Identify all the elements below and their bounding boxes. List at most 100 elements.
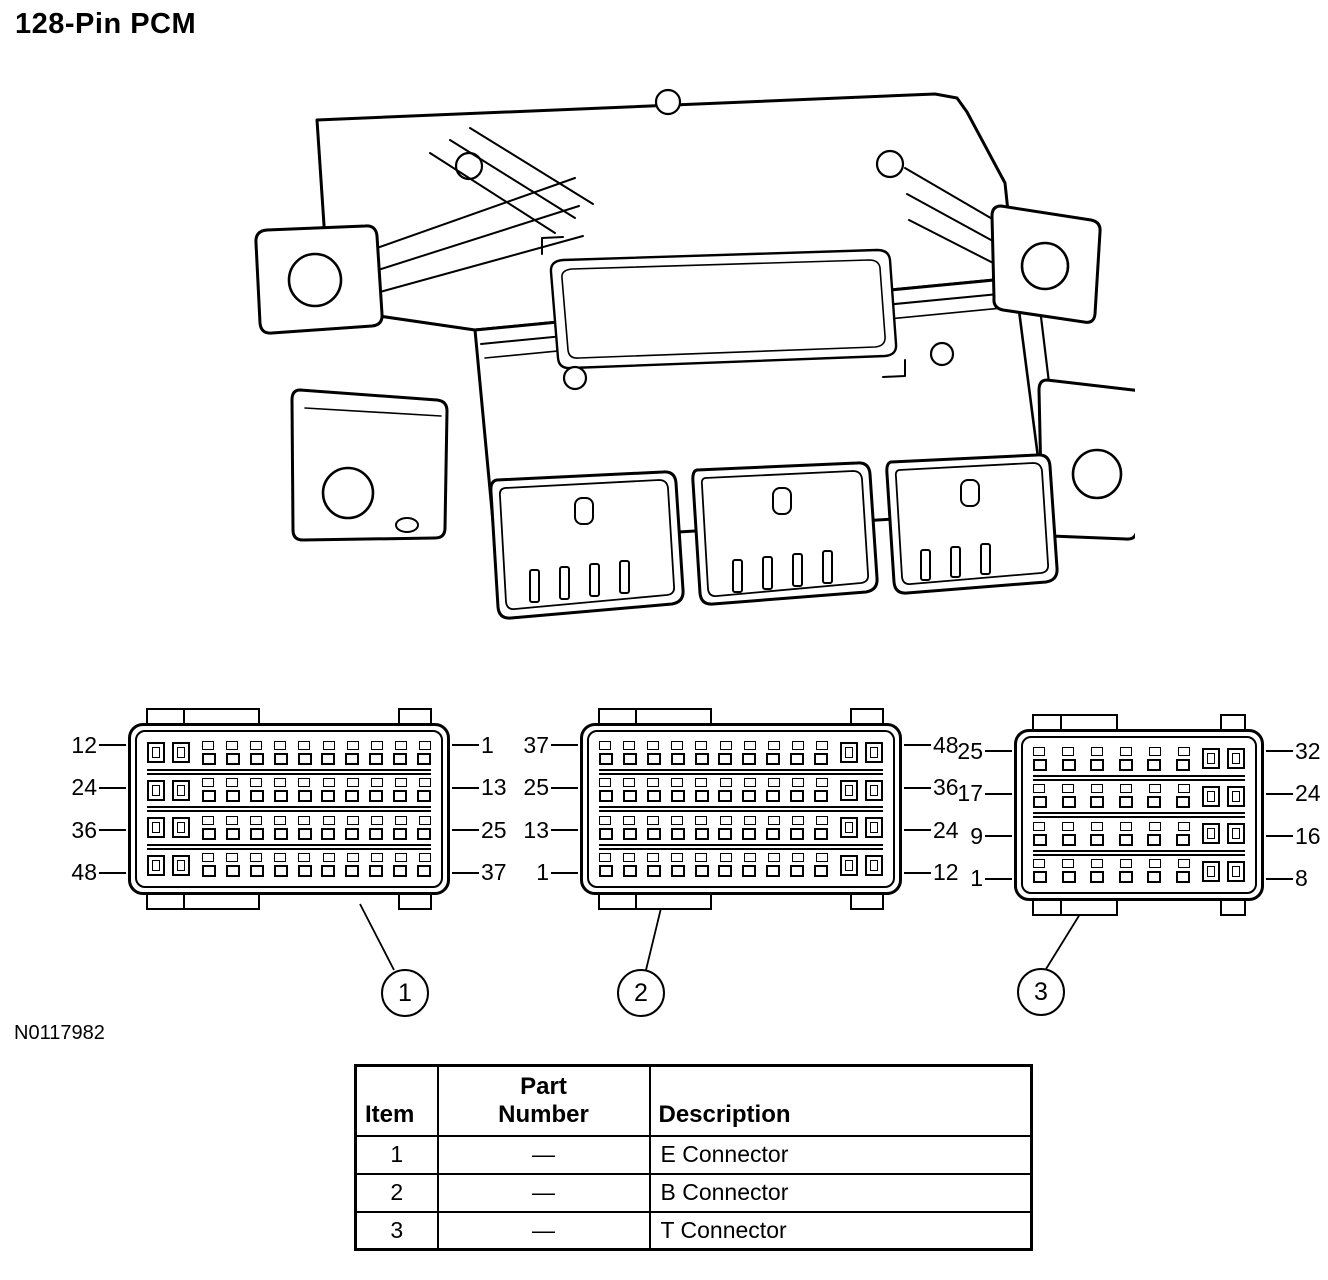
pin-cell-small: [297, 827, 312, 840]
small-pin-subrow: [202, 865, 431, 878]
pin-number: 13: [523, 816, 549, 843]
pin-cell-small: [623, 815, 636, 825]
small-pin-subrow: [1033, 746, 1190, 756]
pin-cell-small: [1033, 821, 1045, 831]
pin-number: 37: [523, 731, 549, 758]
pin-cell-small: [790, 790, 804, 803]
callout-leader-line: [645, 903, 663, 971]
pin-cell-small: [393, 752, 407, 765]
pin-cell-small: [1149, 859, 1161, 869]
pin-row: [1033, 821, 1245, 846]
small-pin-grid: [1033, 784, 1190, 809]
pin-cell-small: [1033, 796, 1047, 809]
pin-cell-small: [370, 740, 383, 750]
pin-number: 25: [523, 774, 549, 801]
mount-tabs-top: [580, 708, 902, 723]
pin-leader-line: [904, 871, 931, 874]
pin-cell-small: [250, 778, 263, 788]
pin-cell-small: [1149, 784, 1161, 794]
pin-number: 9: [970, 822, 983, 849]
pin-number: 37: [481, 859, 507, 886]
small-pin-subrow: [202, 827, 431, 840]
separator-rail: [1033, 849, 1245, 856]
part-number-cell: —: [436, 1172, 651, 1213]
figure-reference-number: N0117982: [14, 1022, 105, 1044]
pin-cell-small: [226, 740, 239, 750]
large-pins: [840, 779, 883, 801]
pin-cell-small: [345, 865, 360, 878]
pin-cell-small: [298, 815, 311, 825]
pin-cell-small: [647, 815, 660, 825]
small-pin-grid: [202, 853, 431, 878]
connector-assembly: [1014, 714, 1264, 916]
pin-cell-small: [345, 827, 360, 840]
description-cell: B Connector: [648, 1172, 1033, 1213]
pin-cell-small: [225, 827, 240, 840]
pin-leader-line: [551, 744, 578, 747]
pcm-rivets: [454, 149, 955, 391]
pin-cell-small: [298, 853, 311, 863]
pin-cell-small: [202, 778, 214, 788]
pin-leader-line: [452, 786, 479, 789]
pin-leader-line: [904, 786, 931, 789]
small-pin-subrow: [599, 790, 828, 803]
pin-cell-small: [694, 752, 709, 765]
small-pin-subrow: [202, 815, 431, 825]
pin-leader-line: [1266, 792, 1293, 795]
pin-cell-small: [202, 740, 214, 750]
pin-label-row: 8: [1264, 867, 1328, 890]
pin-label-row: 32: [1264, 739, 1328, 763]
pin-row: [1033, 746, 1245, 771]
pin-cell-small: [670, 827, 685, 840]
pin-cell-small: [1147, 833, 1162, 846]
pin-cell-small: [1118, 871, 1133, 884]
small-pin-grid: [1033, 821, 1190, 846]
pin-cell-small: [766, 752, 781, 765]
pin-cell-small: [1178, 784, 1190, 794]
pin-cell-small: [766, 790, 781, 803]
pin-cell-small: [743, 815, 756, 825]
pin-cell-small: [1149, 746, 1161, 756]
pin-cell-small: [742, 827, 757, 840]
pin-number: 16: [1295, 822, 1321, 849]
pin-number: 48: [71, 859, 97, 886]
pin-leader-line: [985, 835, 1012, 838]
mount-tab: [598, 708, 713, 723]
table-row: 1—E Connector: [354, 1134, 1033, 1175]
pin-cell-large: [172, 742, 190, 764]
pin-cell-small: [1061, 871, 1076, 884]
pin-cell-small: [274, 815, 287, 825]
pin-cell-small: [767, 815, 780, 825]
pin-cell-small: [1090, 833, 1105, 846]
large-pins: [1202, 748, 1245, 770]
pin-cell-small: [273, 865, 288, 878]
large-pins: [147, 779, 190, 801]
pin-row: [147, 815, 431, 840]
header-row: Item Part Number Description: [354, 1064, 1033, 1137]
pin-leader-line: [1266, 835, 1293, 838]
pin-cell-small: [249, 790, 264, 803]
mount-tab: [849, 708, 884, 723]
mount-tab: [397, 708, 432, 723]
pin-number: 25: [481, 816, 507, 843]
pin-cell-small: [719, 815, 732, 825]
connector-assembly: [128, 708, 450, 910]
pin-cell-large: [172, 779, 190, 801]
pin-cell-small: [1120, 746, 1132, 756]
pin-cell-small: [346, 778, 359, 788]
pcm-drawing-svg: [254, 88, 1144, 620]
col-header-item: Item: [354, 1064, 439, 1137]
pin-number: 24: [71, 774, 97, 801]
pin-cell-small: [622, 752, 637, 765]
large-pins: [147, 742, 190, 764]
large-pins: [840, 854, 883, 876]
pin-cell-small: [743, 740, 756, 750]
pin-cell-small: [322, 778, 335, 788]
pin-leader-line: [551, 829, 578, 832]
separator-rail: [147, 843, 431, 850]
pin-cell-small: [369, 790, 384, 803]
small-pin-subrow: [202, 790, 431, 803]
